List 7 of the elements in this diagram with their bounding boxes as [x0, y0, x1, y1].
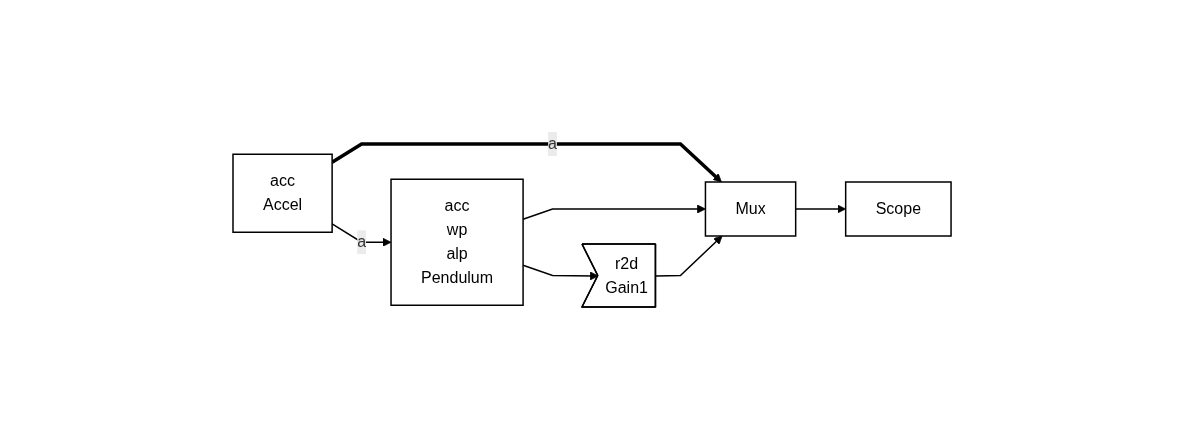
arrow: [655, 235, 723, 277]
node-box: Mux: [704, 181, 797, 237]
node-box: Scope: [844, 181, 952, 237]
node-box: acc wp alp Pendulum: [390, 178, 524, 306]
edge-label: a: [357, 233, 366, 251]
edge-label: a: [548, 135, 557, 152]
node-box: acc Accel: [232, 153, 333, 233]
